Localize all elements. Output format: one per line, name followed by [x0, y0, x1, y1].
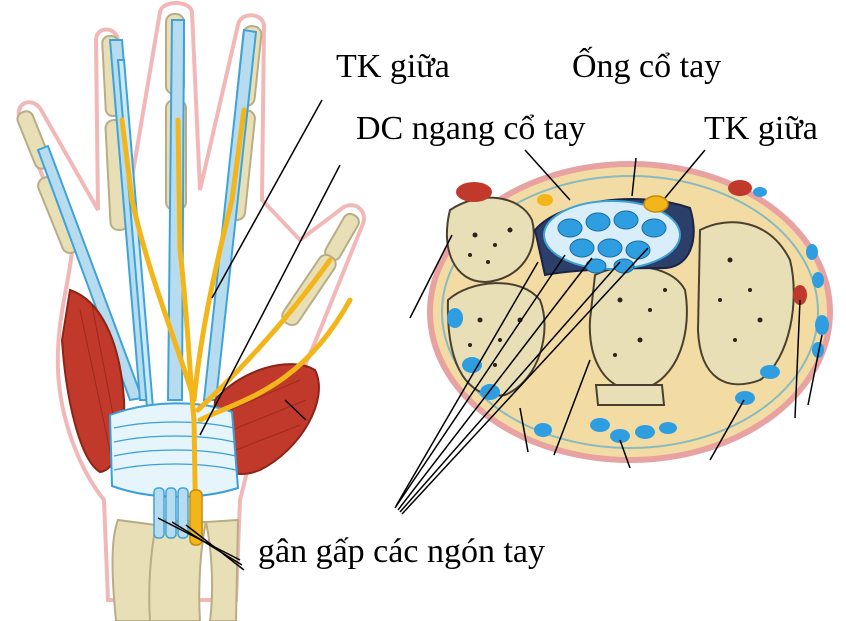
- label-carpal-tunnel: Ống cổ tay: [572, 50, 721, 84]
- median-nerve-cross: [644, 196, 668, 212]
- wrist-cross-section: [430, 164, 830, 460]
- ulna-bone: [113, 520, 157, 621]
- carpal-bone-5: [596, 385, 664, 405]
- label-flexor-tendons: gân gấp các ngón tay: [258, 535, 545, 569]
- label-transverse-carpal-ligament: DC ngang cổ tay: [356, 112, 585, 146]
- label-median-nerve-hand: TK giữa: [336, 50, 450, 84]
- forearm-bone-right: [206, 520, 238, 621]
- label-median-nerve-cross: TK giữa: [704, 112, 818, 146]
